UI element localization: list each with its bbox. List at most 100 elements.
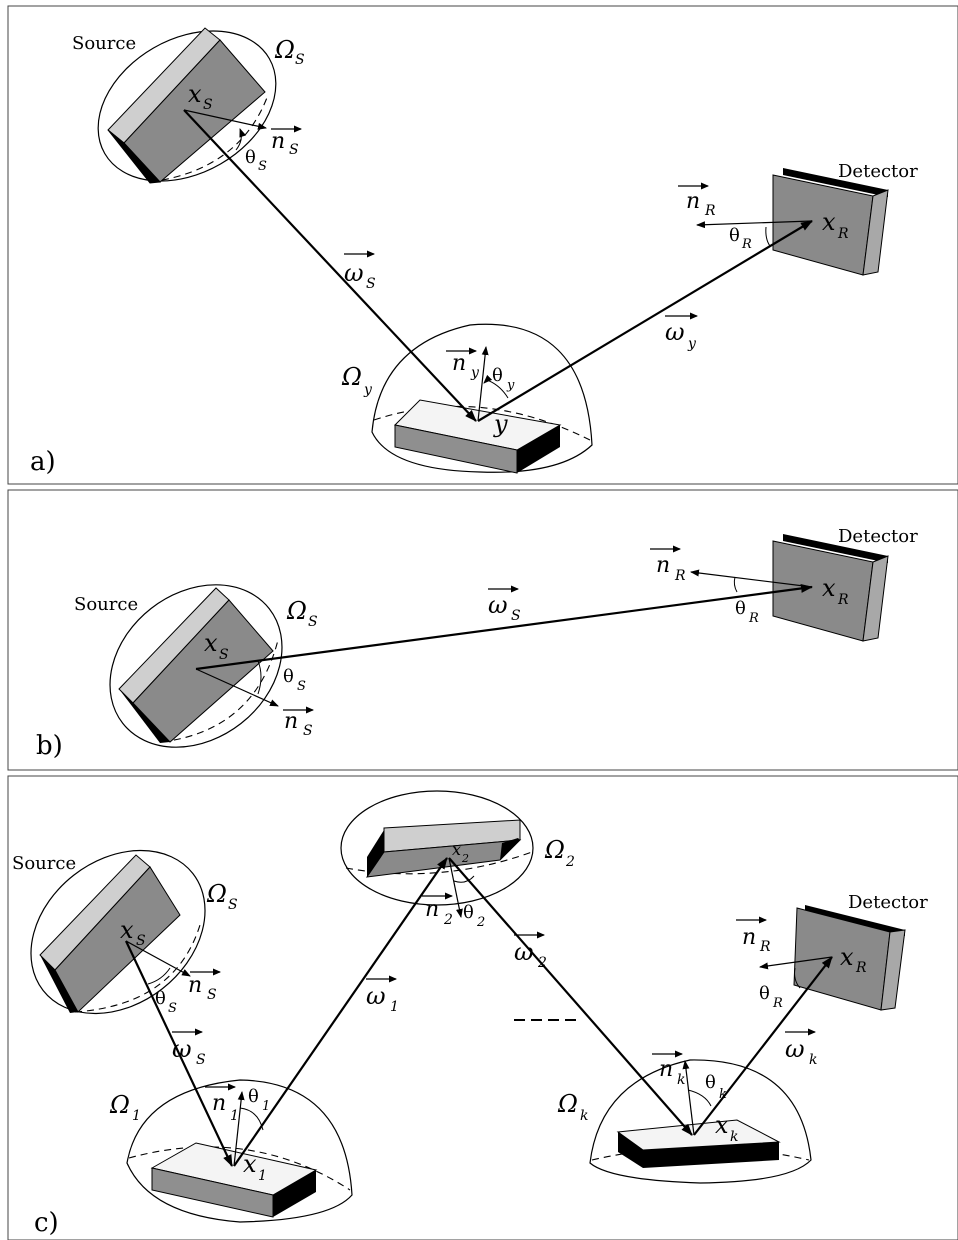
surface-k-hemisphere bbox=[589, 1059, 812, 1184]
theta-r-subscript: R bbox=[741, 237, 752, 252]
ray-omega-s bbox=[183, 109, 477, 422]
omega-s-subscript: S bbox=[295, 52, 305, 68]
omega-s-subscript: S bbox=[228, 897, 238, 913]
surface-y-hemisphere-base bbox=[373, 405, 591, 441]
n-2-subscript: 2 bbox=[443, 912, 453, 928]
surface-y-hemisphere bbox=[371, 323, 593, 473]
ray-omega-1 bbox=[233, 857, 448, 1167]
theta-y-subscript: y bbox=[506, 378, 515, 393]
w-s-symbol: ω bbox=[488, 591, 508, 619]
source-hemisphere-base bbox=[149, 94, 269, 183]
theta-r-subscript: R bbox=[748, 611, 759, 626]
arc-theta-s bbox=[147, 967, 171, 985]
arc-theta-k bbox=[687, 1089, 712, 1107]
panel-a: Source Detector a) Ω S Ω y x S x R y n S… bbox=[7, 5, 958, 485]
theta-s-subscript: S bbox=[168, 1001, 177, 1016]
n-s-subscript: S bbox=[289, 142, 299, 158]
n-2-symbol: n bbox=[425, 897, 439, 922]
n-s-symbol: n bbox=[271, 129, 285, 154]
omega-s-symbol: Ω bbox=[286, 597, 307, 625]
n-k-subscript: k bbox=[677, 1072, 685, 1088]
theta-1-symbol: θ bbox=[248, 1086, 259, 1107]
x-1-subscript: 1 bbox=[258, 1168, 267, 1184]
y-point-label: y bbox=[493, 410, 508, 438]
detector-box bbox=[772, 534, 889, 642]
omega-s-subscript: S bbox=[308, 614, 318, 630]
surface-y-box bbox=[393, 399, 562, 474]
detector-label: Detector bbox=[838, 161, 918, 182]
n-k-symbol: n bbox=[659, 1057, 673, 1082]
theta-s-symbol: θ bbox=[245, 147, 256, 168]
x-r-symbol: x bbox=[840, 943, 854, 971]
w-s-subscript: S bbox=[366, 276, 376, 292]
ray-omega-2 bbox=[448, 857, 693, 1136]
arc-theta-r bbox=[733, 576, 738, 593]
surface-1-hemisphere-base bbox=[128, 1146, 351, 1191]
omega-1-subscript: 1 bbox=[132, 1108, 141, 1124]
w-2-subscript: 2 bbox=[537, 955, 547, 971]
n-s-symbol: n bbox=[188, 973, 202, 998]
normal-n-1 bbox=[233, 1091, 245, 1167]
source-box bbox=[107, 27, 266, 184]
w-y-symbol: ω bbox=[665, 318, 685, 346]
arc-theta-1 bbox=[239, 1107, 264, 1131]
x-r-subscript: R bbox=[837, 592, 849, 608]
n-y-symbol: n bbox=[452, 351, 466, 376]
theta-y-symbol: θ bbox=[492, 365, 503, 386]
panel-tag: c) bbox=[34, 1208, 59, 1238]
source-box bbox=[118, 587, 274, 743]
x-s-subscript: S bbox=[219, 647, 229, 663]
panel-tag: a) bbox=[30, 447, 56, 477]
arc-theta-r bbox=[765, 226, 771, 247]
surface-2-box bbox=[365, 819, 522, 878]
normal-n-s bbox=[183, 109, 267, 130]
w-s-symbol: ω bbox=[344, 259, 364, 287]
source-label: Source bbox=[72, 33, 136, 54]
detector-label: Detector bbox=[838, 526, 918, 547]
x-1-symbol: x bbox=[243, 1150, 257, 1178]
n-r-symbol: n bbox=[656, 553, 670, 578]
theta-r-symbol: θ bbox=[729, 225, 740, 246]
source-box bbox=[39, 854, 181, 1013]
w-2-symbol: ω bbox=[514, 938, 534, 966]
normal-n-r bbox=[690, 569, 813, 588]
x-s-symbol: x bbox=[204, 629, 218, 657]
x-s-subscript: S bbox=[136, 933, 146, 949]
n-s-symbol: n bbox=[284, 709, 298, 734]
panel-b: Source Detector b) Ω S x S x R n S n R θ… bbox=[7, 489, 958, 771]
arc-theta-2 bbox=[453, 875, 475, 883]
theta-k-symbol: θ bbox=[705, 1072, 716, 1093]
x-r-symbol: x bbox=[822, 574, 836, 602]
arc-theta-s bbox=[235, 128, 247, 151]
x-2-symbol: x bbox=[452, 840, 461, 859]
omega-y-symbol: Ω bbox=[341, 363, 362, 391]
surface-k-box bbox=[616, 1119, 781, 1168]
omega-y-subscript: y bbox=[363, 382, 373, 398]
detector-box bbox=[772, 168, 889, 276]
n-s-subscript: S bbox=[303, 723, 313, 739]
n-s-subscript: S bbox=[207, 987, 217, 1003]
normal-n-s bbox=[125, 940, 191, 977]
arc-theta-r bbox=[794, 967, 801, 989]
x-s-symbol: x bbox=[188, 80, 202, 108]
source-hemisphere bbox=[97, 30, 277, 182]
source-label: Source bbox=[74, 594, 138, 615]
w-s-subscript: S bbox=[196, 1052, 206, 1068]
w-1-subscript: 1 bbox=[390, 999, 399, 1015]
source-hemisphere bbox=[109, 584, 283, 748]
x-2-subscript: 2 bbox=[461, 852, 469, 865]
theta-r-subscript: R bbox=[772, 996, 783, 1011]
normal-n-y bbox=[477, 346, 489, 422]
x-r-subscript: R bbox=[855, 960, 867, 976]
surface-1-box bbox=[150, 1142, 318, 1218]
normal-n-2 bbox=[448, 857, 463, 918]
n-r-subscript: R bbox=[759, 939, 771, 955]
x-k-symbol: x bbox=[715, 1111, 729, 1139]
arc-theta-s bbox=[257, 660, 262, 695]
theta-k-subscript: k bbox=[719, 1087, 727, 1102]
surface-1-hemisphere bbox=[126, 1079, 353, 1223]
w-k-symbol: ω bbox=[785, 1035, 805, 1063]
ray-omega-k bbox=[693, 956, 833, 1136]
x-r-symbol: x bbox=[822, 208, 836, 236]
n-r-subscript: R bbox=[674, 568, 686, 584]
